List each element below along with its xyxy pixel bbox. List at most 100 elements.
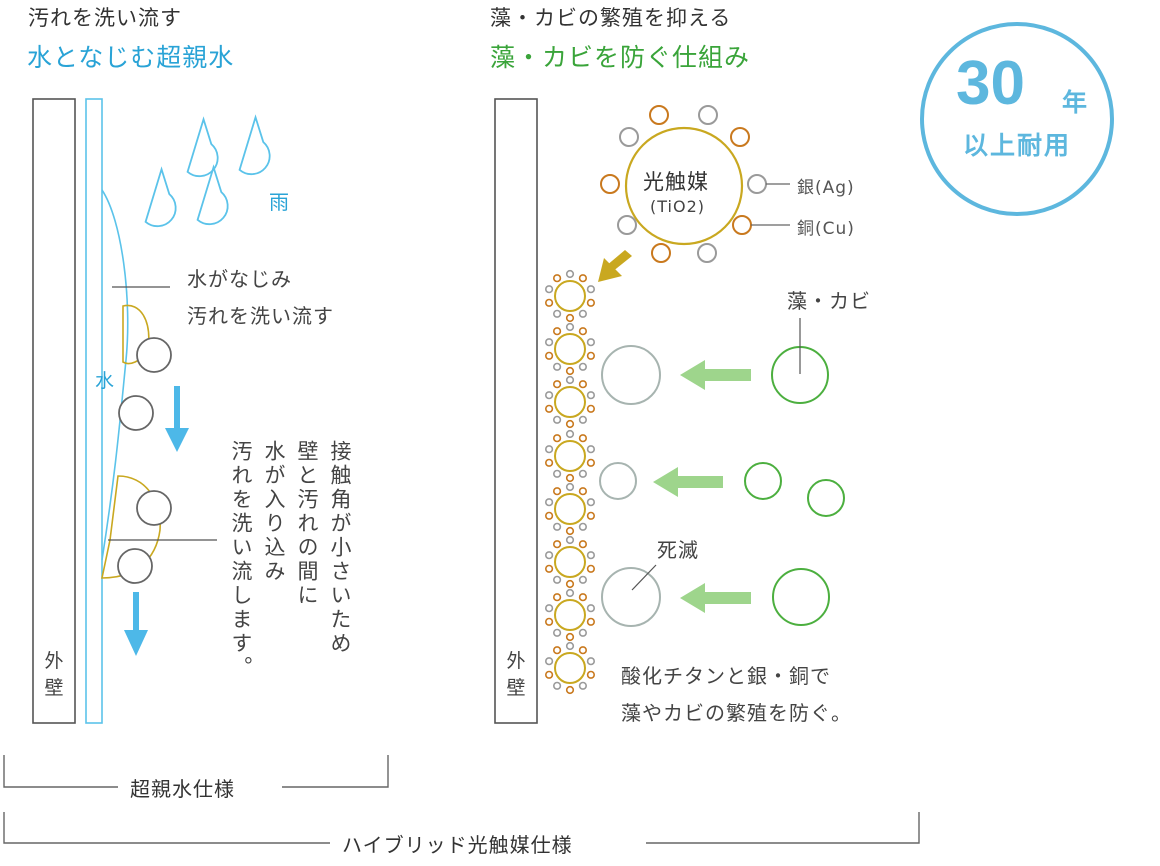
contact-angle-note: 接触角が小さいため 壁と汚れの間に 水が入り込み 汚れを洗い流します。 xyxy=(224,440,356,740)
metal-ion-dot xyxy=(578,681,588,690)
left-arrow-icon xyxy=(680,583,751,613)
bottom-note-line-1: 酸化チタンと銀・銅で xyxy=(621,664,831,688)
metal-ion-dot xyxy=(578,415,588,424)
inner-bracket-right xyxy=(282,755,389,788)
metal-ion-dot xyxy=(565,579,575,589)
wall-catalyst xyxy=(544,269,596,323)
dead-algae-cell xyxy=(601,345,661,405)
inner-bracket-left xyxy=(3,755,118,788)
silver-label: 銀(Ag) xyxy=(797,178,855,198)
note-line-4: 汚れを洗い流します。 xyxy=(229,440,253,680)
wall-catalyst xyxy=(544,535,596,589)
right-title: 藻・カビを防ぐ仕組み xyxy=(490,43,751,72)
badge-unit: 年 xyxy=(1062,88,1088,117)
note-line-3: 水が入り込み xyxy=(262,440,286,584)
water-film xyxy=(101,189,129,561)
metal-ion-dot xyxy=(565,269,575,279)
badge-number: 30 xyxy=(956,49,1025,118)
metal-ion-dot xyxy=(552,274,562,283)
metal-ion-dot xyxy=(586,511,596,520)
metal-ion-dot xyxy=(552,487,562,496)
metal-ion-dot xyxy=(586,564,596,573)
metal-ion-dot xyxy=(552,362,562,371)
left-title: 水となじむ超親水 xyxy=(27,43,235,72)
metal-ion-dot xyxy=(578,540,588,549)
wall-char: 壁 xyxy=(506,677,526,699)
metal-ion-dot xyxy=(544,604,554,613)
wall-catalyst xyxy=(544,641,596,695)
metal-ion-dot xyxy=(586,670,596,679)
metal-ion-dot xyxy=(552,434,562,443)
metal-ion-dot xyxy=(586,391,596,400)
metal-ion-dot xyxy=(578,362,588,371)
metal-ion-dot xyxy=(552,593,562,602)
metal-ion-dot xyxy=(552,540,562,549)
metal-ion-dot xyxy=(578,469,588,478)
wall-catalyst xyxy=(544,482,596,536)
inner-bracket-label: 超親水仕様 xyxy=(130,777,235,801)
photocatalyst-particle xyxy=(624,126,744,246)
left-wall-label: 外 壁 xyxy=(41,648,67,702)
metal-ion-dot xyxy=(565,473,575,483)
metal-ion-dot xyxy=(578,309,588,318)
catalyst-core xyxy=(554,493,586,525)
metal-ion-dot xyxy=(544,498,554,507)
metal-ion-dot xyxy=(565,322,575,332)
badge-sub: 以上耐用 xyxy=(962,131,1071,160)
metal-ion-dot xyxy=(552,646,562,655)
metal-ion-dot xyxy=(552,469,562,478)
metal-ion-dot xyxy=(565,375,575,385)
catalyst-formula: (TiO2) xyxy=(650,197,705,216)
algae-cell xyxy=(744,462,782,500)
metal-ion-dot xyxy=(586,445,596,454)
wall-catalyst xyxy=(544,375,596,429)
metal-ion-dot xyxy=(544,351,554,360)
left-heading: 汚れを洗い流す xyxy=(28,6,182,30)
metal-ion-dot xyxy=(552,309,562,318)
metal-ion-dot xyxy=(552,415,562,424)
dead-label: 死滅 xyxy=(657,538,699,562)
metal-ion-dot xyxy=(586,298,596,307)
durability-badge: 30 年 以上耐用 xyxy=(920,22,1114,216)
super-hydrophilic-coat xyxy=(85,98,103,724)
metal-ion-dot xyxy=(565,429,575,439)
dirt-particle xyxy=(118,395,154,431)
metal-ion-dot xyxy=(552,522,562,531)
wall-char: 外 xyxy=(44,650,64,672)
catalyst-core xyxy=(554,440,586,472)
wall-char: 壁 xyxy=(44,677,64,699)
metal-ion-dot xyxy=(578,522,588,531)
metal-ion-dot xyxy=(544,670,554,679)
metal-ion-dot xyxy=(586,551,596,560)
left-exterior-wall xyxy=(32,98,76,724)
metal-ion-dot xyxy=(578,487,588,496)
outer-bracket-label: ハイブリッド光触媒仕様 xyxy=(342,833,573,857)
dead-algae-cell xyxy=(599,462,637,500)
rain-label: 雨 xyxy=(269,190,290,214)
algae-cell xyxy=(772,568,830,626)
contact-film-2 xyxy=(101,475,161,579)
wall-catalyst xyxy=(544,588,596,642)
copper-label: 銅(Cu) xyxy=(797,219,855,239)
metal-ion-dot xyxy=(565,641,575,651)
metal-ion-dot xyxy=(544,338,554,347)
dead-algae-cell xyxy=(601,567,661,627)
metal-ion-dot xyxy=(552,575,562,584)
catalyst-core xyxy=(554,280,586,312)
metal-ion-dot xyxy=(565,685,575,695)
right-heading: 藻・カビの繁殖を抑える xyxy=(490,6,732,30)
right-wall-label: 外 壁 xyxy=(503,648,529,702)
catalyst-core xyxy=(554,386,586,418)
metal-ion-dot xyxy=(586,351,596,360)
metal-ion-dot xyxy=(586,285,596,294)
metal-ion-dot xyxy=(586,657,596,666)
wall-catalyst xyxy=(544,322,596,376)
water-label: 水 xyxy=(95,370,116,392)
metal-ion-dot xyxy=(578,380,588,389)
algae-cell xyxy=(807,479,845,517)
metal-ion-dot xyxy=(565,482,575,492)
metal-ion-dot xyxy=(544,391,554,400)
metal-ion-dot xyxy=(565,419,575,429)
metal-ion-dot xyxy=(544,445,554,454)
